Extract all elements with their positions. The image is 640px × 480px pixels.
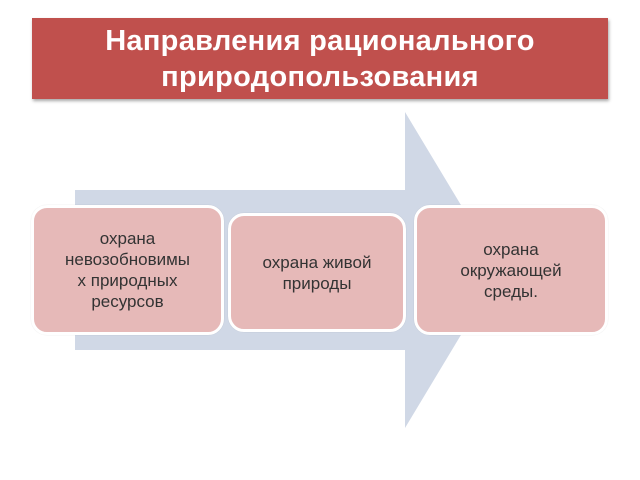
- item-label: охрана живой природы: [262, 252, 372, 293]
- item-label: охрана невозобновимы х природных ресурсо…: [64, 229, 191, 311]
- item-label: охрана окружающей среды.: [460, 239, 562, 301]
- item-box-wildlife: охрана живой природы: [228, 213, 406, 332]
- item-box-environment: охрана окружающей среды.: [414, 205, 608, 335]
- slide-title: Направления рационального природопользов…: [32, 18, 608, 99]
- item-box-nonrenewable-resources: охрана невозобновимы х природных ресурсо…: [31, 205, 224, 335]
